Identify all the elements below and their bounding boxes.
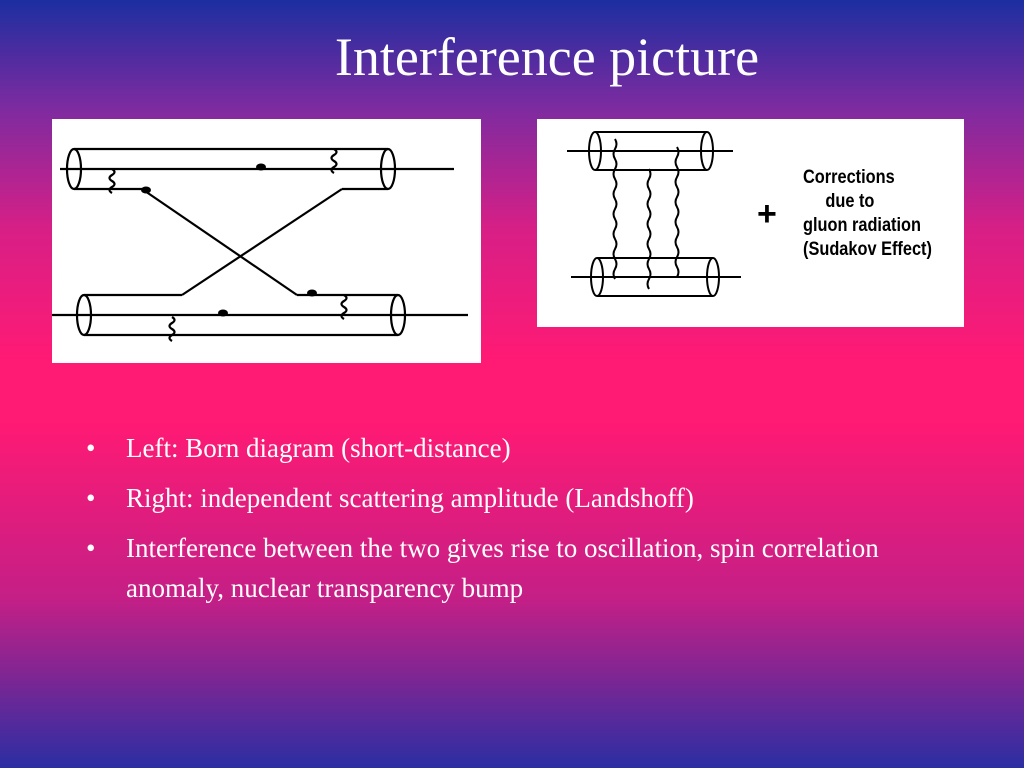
corrections-line: Corrections bbox=[803, 167, 895, 188]
landshoff-diagram-panel: + Corrections due to gluon radiation (Su… bbox=[537, 119, 964, 327]
corrections-line: due to bbox=[825, 191, 875, 212]
corrections-line: gluon radiation bbox=[803, 215, 922, 236]
slide-title: Interference picture bbox=[334, 27, 760, 87]
bullet-text: Right: independent scattering amplitude … bbox=[126, 483, 694, 513]
bullet-text: Interference between the two gives rise … bbox=[126, 533, 879, 603]
born-diagram-panel bbox=[52, 119, 481, 363]
corrections-note: Corrections due to gluon radiation (Suda… bbox=[803, 166, 932, 262]
bullet-item: • Interference between the two gives ris… bbox=[86, 528, 966, 608]
bullet-marker: • bbox=[86, 483, 96, 513]
born-diagram bbox=[52, 147, 468, 342]
plus-sign: + bbox=[757, 195, 777, 233]
bullet-item: • Right: independent scattering amplitud… bbox=[86, 478, 966, 518]
landshoff-diagram bbox=[567, 131, 741, 297]
bullet-marker: • bbox=[86, 533, 96, 563]
bullet-list: • Left: Born diagram (short-distance) • … bbox=[86, 428, 966, 618]
corrections-line: (Sudakov Effect) bbox=[803, 239, 932, 260]
bullet-item: • Left: Born diagram (short-distance) bbox=[86, 428, 966, 468]
bullet-text: Left: Born diagram (short-distance) bbox=[126, 433, 511, 463]
bullet-marker: • bbox=[86, 433, 96, 463]
